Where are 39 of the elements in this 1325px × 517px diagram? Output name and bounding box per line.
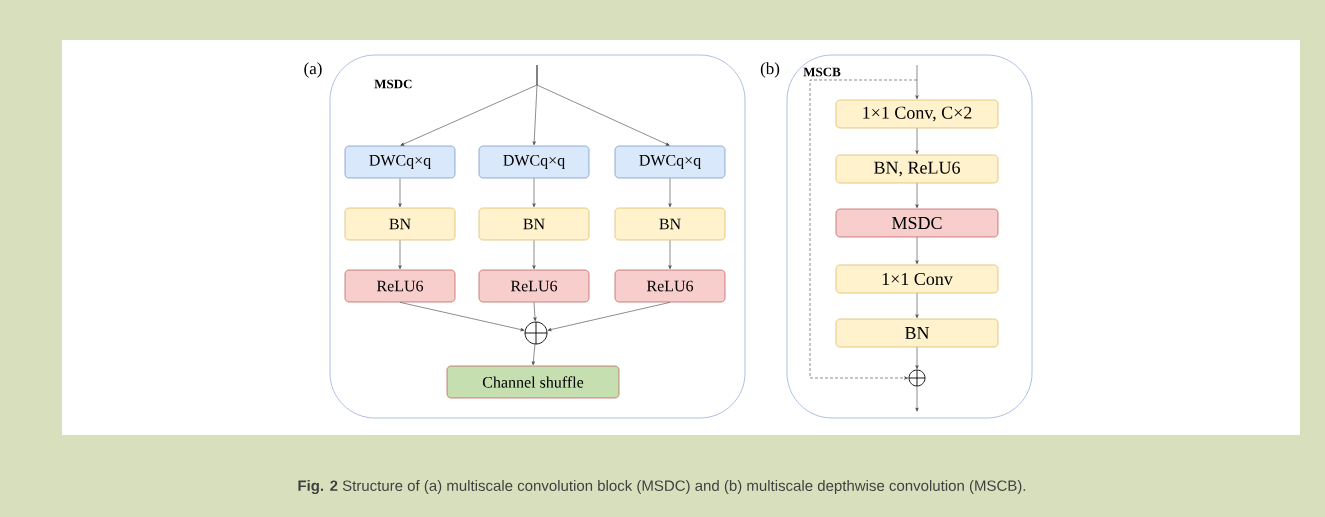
arrow <box>915 347 919 370</box>
arrow <box>536 64 670 146</box>
arrow <box>809 79 918 380</box>
process-box: Channel shuffle <box>446 365 620 399</box>
caption: Fig. 2 Structure of (a) multiscale convolution block (MSDC) and (b) multiscale depthwise convolution (MSCB). <box>298 480 1026 495</box>
arrow <box>532 240 536 270</box>
arrow <box>547 302 671 332</box>
process-box: ReLU6 <box>478 269 590 303</box>
process-box: BN <box>614 207 726 241</box>
sum-circle <box>908 369 926 387</box>
panel-label: (a) <box>304 62 322 78</box>
arrow <box>533 302 537 322</box>
process-box: ReLU6 <box>614 269 726 303</box>
panel-label: (b) <box>760 62 780 78</box>
process-box: DWCq×q <box>478 145 590 179</box>
process-box: DWCq×q <box>614 145 726 179</box>
arrow <box>668 240 672 270</box>
arrow <box>668 178 672 208</box>
process-box: 1×1 Conv, C×2 <box>835 99 999 129</box>
process-box: ReLU6 <box>344 269 456 303</box>
arrow <box>915 64 919 100</box>
arrow <box>399 302 525 332</box>
arrow <box>915 386 919 412</box>
process-box: DWCq×q <box>344 145 456 179</box>
process-box: BN <box>835 318 999 348</box>
arrow <box>915 128 919 155</box>
process-box: BN <box>478 207 590 241</box>
process-box: BN <box>344 207 456 241</box>
arrow <box>398 178 402 208</box>
process-box: 1×1 Conv <box>835 264 999 294</box>
arrow <box>915 237 919 265</box>
arrow <box>532 178 536 208</box>
arrow <box>915 183 919 209</box>
arrow <box>531 344 536 366</box>
arrow <box>398 240 402 270</box>
arrow <box>915 293 919 319</box>
process-box: MSDC <box>835 208 999 238</box>
sum-circle <box>524 321 548 345</box>
process-box: BN, ReLU6 <box>835 154 999 184</box>
